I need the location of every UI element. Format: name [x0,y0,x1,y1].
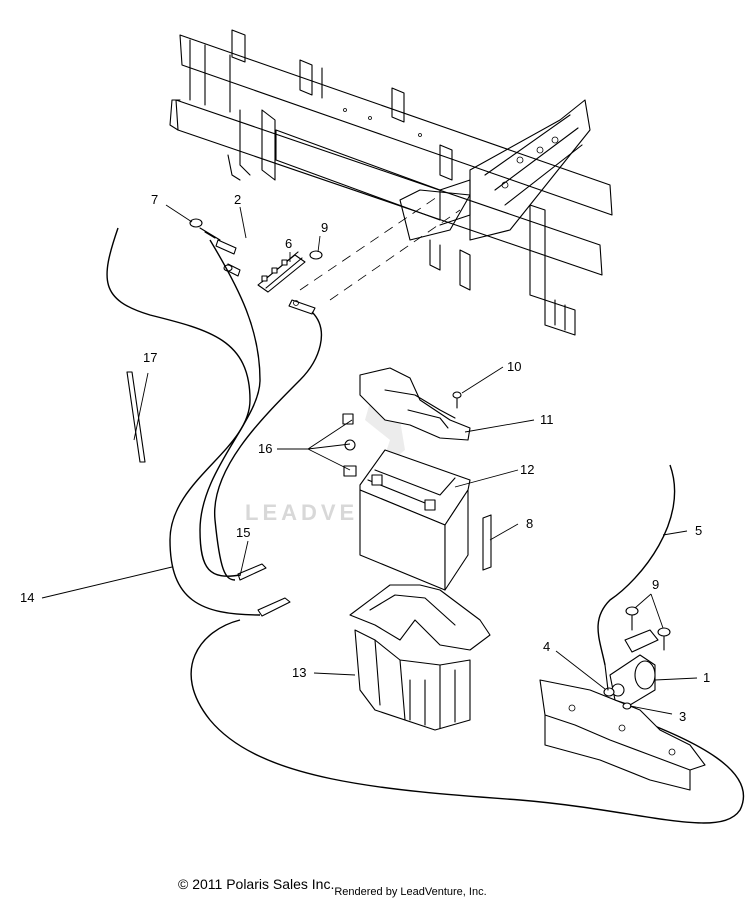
callout-17: 17 [143,350,157,365]
callout-9-upper: 9 [321,220,328,235]
callout-2: 2 [234,192,241,207]
callout-11: 11 [540,412,554,427]
callout-15: 15 [236,525,250,540]
terminal-3 [622,702,632,710]
callout-1: 1 [703,670,710,685]
copyright-text: © 2011 Polaris Sales Inc. [178,876,335,892]
callout-3: 3 [679,709,686,724]
ring-terminal [237,563,267,581]
nut-4 [603,687,615,697]
rendered-by-text: Rendered by LeadVenture, Inc. [334,886,487,898]
callout-13: 13 [292,665,306,680]
callout-4: 4 [543,639,550,654]
cable-main [190,619,745,824]
callout-5: 5 [695,523,702,538]
nut-9-upper [309,250,323,260]
cable-terminal [288,299,316,315]
terminal-bolts [342,413,357,477]
frame-assembly [169,29,613,336]
bolts-9-lower [625,606,671,651]
cable-5 [597,464,676,666]
cable-tie [126,371,146,463]
cable-15 [199,239,261,577]
battery-hold-down-bracket [359,367,471,441]
terminal-block [257,251,306,293]
wire-end [604,664,609,691]
battery-box [349,584,491,731]
ring-terminal [257,597,291,617]
rod [482,514,492,571]
callout-9-lower: 9 [652,577,659,592]
callout-labels: 1 2 3 4 5 6 7 8 9 9 10 11 12 13 14 15 16… [20,192,710,724]
bolt-7 [189,218,221,241]
callout-12: 12 [520,462,534,477]
cable-14 [106,227,261,616]
leader-lines [41,204,698,715]
callout-6: 6 [285,236,292,251]
footer: © 2011 Polaris Sales Inc.Rendered by Lea… [178,876,487,898]
solenoid [609,629,659,706]
callout-14: 14 [20,590,34,605]
callout-8: 8 [526,516,533,531]
screw-10 [452,391,462,409]
dashed-line [299,194,441,291]
callout-7: 7 [151,192,158,207]
battery [359,449,471,591]
dashed-line [329,209,461,301]
callout-16: 16 [258,441,272,456]
callout-10: 10 [507,359,521,374]
cable-battery-neg [214,311,323,581]
